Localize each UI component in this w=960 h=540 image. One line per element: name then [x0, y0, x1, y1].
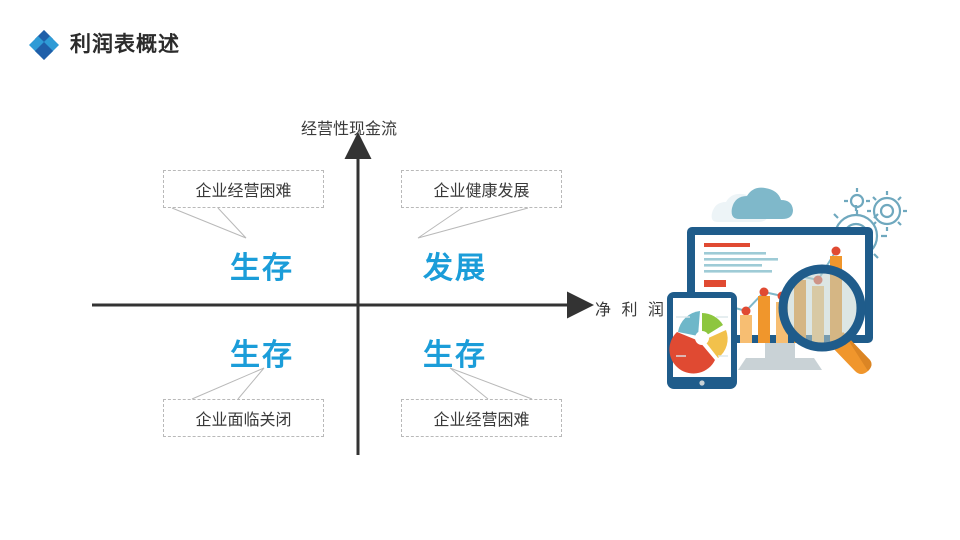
screen-text-lines [704, 243, 778, 287]
callout-tail-bottom-left [191, 367, 265, 400]
y-axis-label: 经营性现金流 [301, 121, 398, 138]
callout-box-top-right: 企业健康发展 [401, 170, 562, 208]
callout-box-bottom-left: 企业面临关闭 [163, 399, 324, 437]
cloud-icon [711, 187, 793, 222]
callout-box-bottom-right: 企业经营困难 [401, 399, 562, 437]
slide-header: 利润表概述 [0, 0, 960, 78]
quadrant-label-bottom-left: 生存 [230, 339, 294, 372]
x-axis-label: 净 利 润 [595, 302, 667, 319]
callout-box-top-left: 企业经营困难 [163, 170, 324, 208]
pie-chart [669, 311, 728, 374]
page-title: 利润表概述 [70, 33, 180, 56]
diamond-cluster-icon [28, 29, 60, 61]
quadrant-label-top-right: 发展 [423, 252, 487, 285]
callout-tail-top-right [417, 207, 529, 239]
tablet-device [667, 292, 737, 389]
quadrant-axes [92, 132, 594, 455]
quadrant-label-bottom-right: 生存 [423, 339, 487, 372]
callout-tail-top-left [171, 207, 247, 239]
quadrant-label-top-left: 生存 [230, 252, 294, 285]
data-analytics-illustration [660, 180, 920, 395]
monitor-stand [738, 340, 822, 370]
quadrant-diagram: 经营性现金流 净 利 润 企业经营困难 企业健康发展 企业面临关闭 企业经营困难… [92, 121, 664, 455]
callout-tail-bottom-right [449, 367, 533, 400]
magnifying-glass-icon [778, 264, 872, 374]
